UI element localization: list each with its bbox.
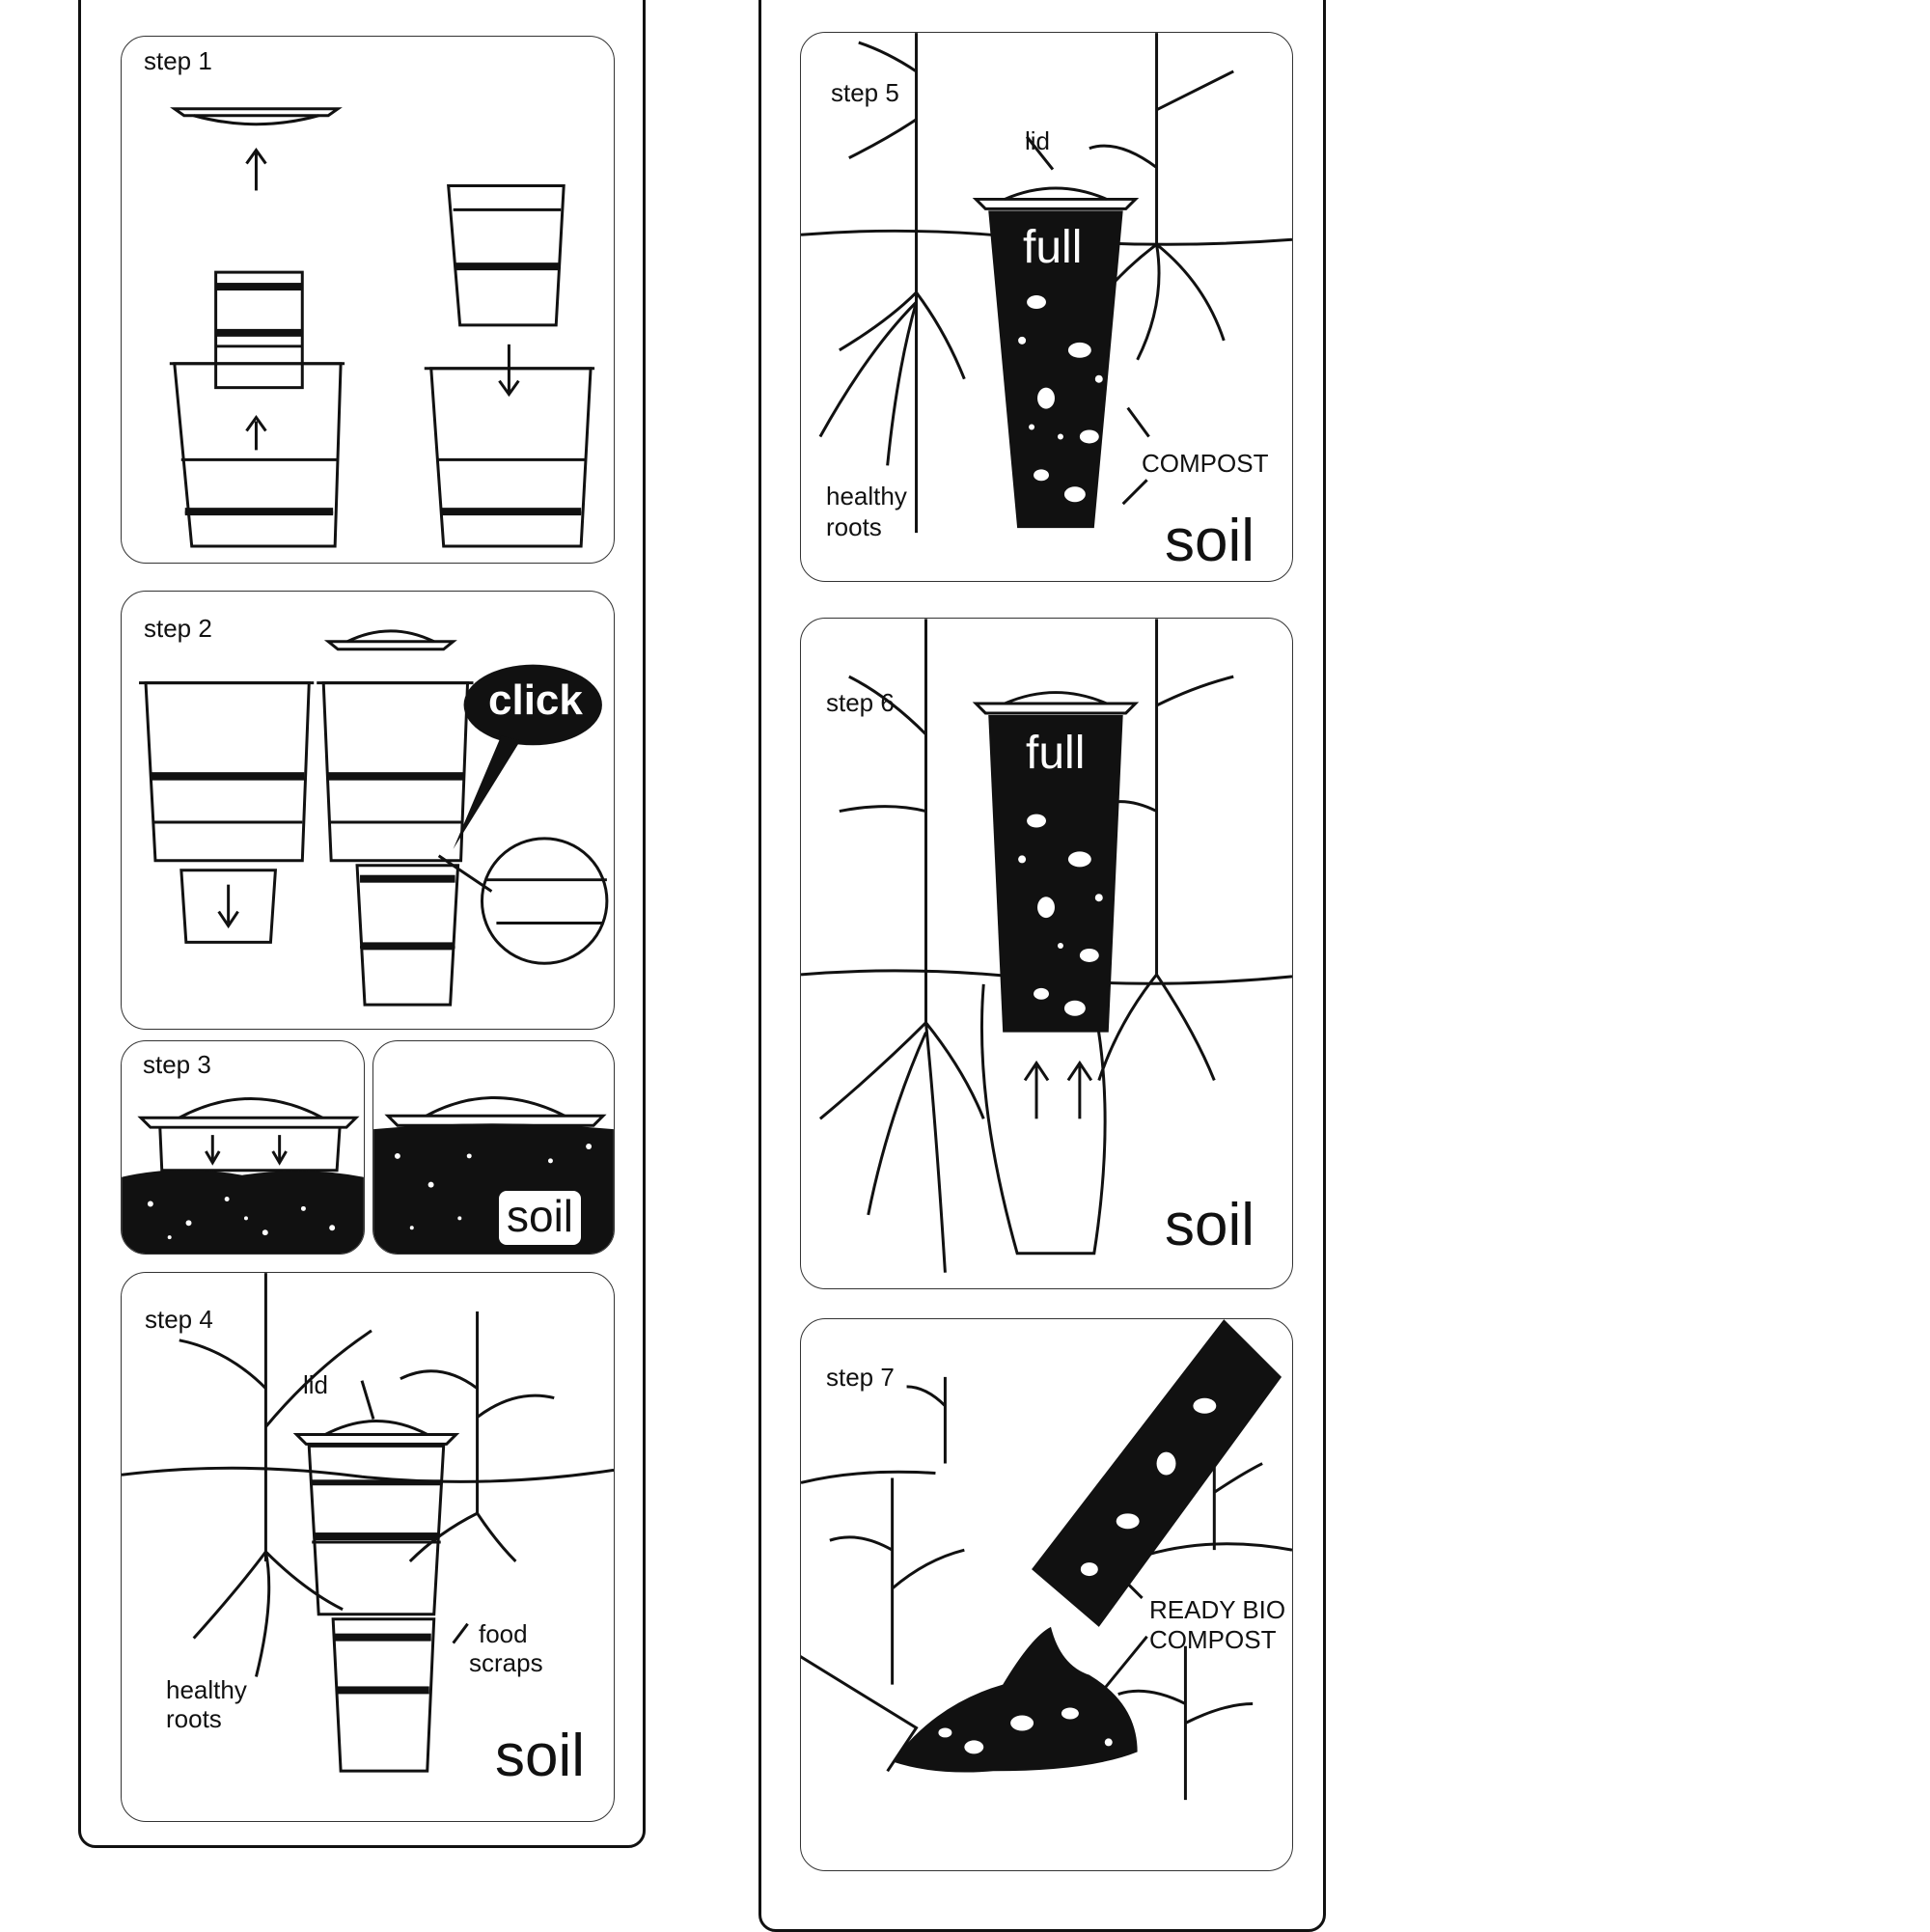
healthy-roots-label-2: roots <box>166 1704 222 1733</box>
ready-compost-label-2: COMPOST <box>1149 1625 1277 1654</box>
lid-shape <box>170 107 343 118</box>
click-bubble <box>463 664 602 746</box>
step-3-soil-label: soil <box>499 1191 582 1245</box>
food-scraps-label-2: scraps <box>469 1648 543 1677</box>
plant-right-7 <box>1212 1462 1263 1551</box>
plant-left-7 <box>829 1477 965 1685</box>
step-3-panel-b: soil <box>372 1040 615 1255</box>
step-3-illustration-a <box>122 1097 364 1254</box>
ground-line <box>122 1466 614 1483</box>
lid-4 <box>292 1432 460 1446</box>
healthy-roots-label-5a: healthy <box>826 482 907 511</box>
step-4-illustration <box>122 1273 614 1773</box>
plant-bottom-7 <box>1117 1645 1254 1801</box>
step-5-full-label: full <box>1023 222 1083 273</box>
cup-below-right <box>355 864 460 1007</box>
lid-5 <box>972 197 1140 210</box>
step-3-title: step 3 <box>143 1050 211 1079</box>
ground-line-7 <box>801 1470 1292 1557</box>
plant-right-5 <box>1089 33 1234 245</box>
lid-right <box>323 640 457 651</box>
step-7-illustration <box>801 1319 1292 1801</box>
healthy-roots-label-5b: roots <box>826 512 882 541</box>
compost-pile <box>892 1626 1138 1773</box>
tree-trunk-6 <box>839 619 927 1023</box>
full-bin-5 <box>988 210 1123 529</box>
plant-top-7 <box>906 1376 947 1464</box>
step-5-illustration <box>801 33 1292 534</box>
bin-left <box>144 681 311 863</box>
step-5-lid-label: lid <box>1025 126 1051 155</box>
step-6-illustration <box>801 619 1292 1273</box>
cup-below-left <box>179 869 278 944</box>
step-4-lid-label: lid <box>303 1370 329 1399</box>
step-5-title: step 5 <box>831 78 899 107</box>
step-2-title: step 2 <box>144 614 212 643</box>
bin-right <box>321 681 470 863</box>
step-1-illustration <box>169 107 595 548</box>
soil-area <box>122 1170 364 1254</box>
step-6-panel: step 6 full soil <box>800 618 1293 1289</box>
left-column-frame <box>78 0 646 1848</box>
step-6-soil-label: soil <box>1165 1192 1255 1258</box>
tree-trunk-left <box>179 1273 372 1561</box>
step-7-title: step 7 <box>826 1363 895 1392</box>
ready-compost-label-1: READY BIO <box>1149 1595 1286 1624</box>
tipped-bin <box>1032 1319 1282 1627</box>
step-4-soil-label: soil <box>495 1723 586 1789</box>
healthy-roots-label-1: healthy <box>166 1675 247 1704</box>
step-6-full-label: full <box>1026 728 1086 779</box>
hole-6 <box>979 983 1107 1256</box>
step-5-soil-label: soil <box>1165 508 1255 574</box>
cup-4 <box>331 1617 436 1773</box>
step-7-panel: step 7 READY BIO COMPOST <box>800 1318 1293 1871</box>
food-scraps-label-1: food <box>479 1619 528 1648</box>
step-4-title: step 4 <box>145 1305 213 1334</box>
step-1-title: step 1 <box>144 46 212 75</box>
step-3-panel-a: step 3 <box>121 1040 365 1255</box>
step-2-illustration <box>139 629 609 1007</box>
compost-label: COMPOST <box>1142 449 1269 478</box>
lid-6 <box>972 702 1140 715</box>
tree-trunk-5 <box>848 33 919 293</box>
detail-circle <box>480 837 609 965</box>
step-2-panel: step 2 click <box>121 591 615 1030</box>
step-6-title: step 6 <box>826 688 895 717</box>
plant-right <box>400 1311 555 1514</box>
step-5-panel: step 5 lid full COMPOST healthy roots so… <box>800 32 1293 582</box>
bin-4 <box>307 1444 446 1616</box>
click-callout: click <box>488 676 583 724</box>
step-1-panel: step 1 <box>121 36 615 564</box>
cup-small-right <box>447 183 565 327</box>
outer-bin-left <box>173 362 343 548</box>
step-4-panel: step 4 lid food scraps healthy roots soi… <box>121 1272 615 1822</box>
outer-bin-right <box>429 367 593 548</box>
